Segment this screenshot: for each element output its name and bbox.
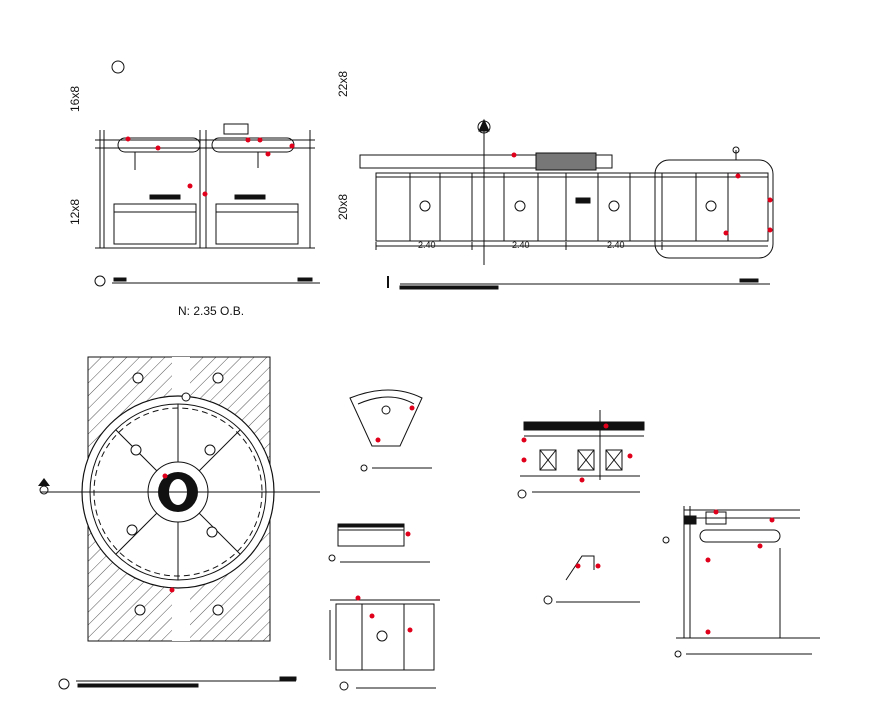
elevation-north-marker	[477, 118, 740, 154]
circular-plan	[38, 356, 320, 642]
door-detail	[329, 595, 440, 691]
reference-circle	[111, 60, 125, 74]
panel-detail	[328, 523, 430, 563]
elevation-titlebar	[387, 276, 770, 290]
elevation-annotations	[511, 152, 773, 236]
span-label-3: 2.40	[607, 240, 625, 250]
circular-plan-titlebar	[58, 676, 297, 690]
cross-section-detail	[517, 410, 645, 499]
level-note: N: 2.35 O.B.	[178, 304, 245, 318]
section-right-annotations	[705, 509, 775, 635]
wedge-detail	[349, 389, 432, 472]
bracket-detail	[543, 555, 640, 605]
section-right	[662, 506, 820, 658]
span-label-1: 2.40	[418, 240, 436, 250]
section-left	[95, 123, 315, 249]
elevation-right	[359, 120, 774, 265]
cross-section-annotations	[521, 423, 633, 483]
span-label-2: 2.40	[512, 240, 530, 250]
section-left-titlebar	[94, 275, 320, 287]
section-left-annotations	[125, 136, 295, 197]
